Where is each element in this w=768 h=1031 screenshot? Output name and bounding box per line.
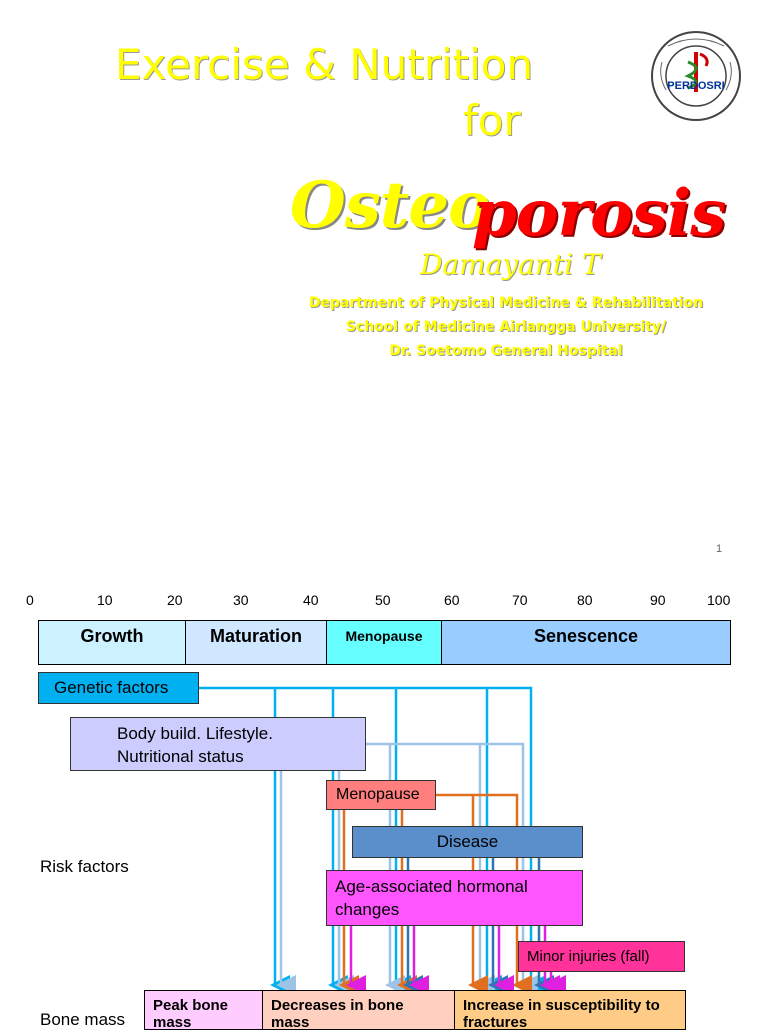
risk-factors-label: Risk factors [40,857,129,876]
age-hormonal-line-2: changes [335,900,400,919]
title-slide: Exercise & Nutrition for Osteo porosis D… [115,22,744,555]
age-tick-70: 70 [512,592,528,608]
minor-injuries-box: Minor injuries (fall) [518,941,685,972]
decrease-bone-mass-box: Decreases in bone mass [262,990,455,1031]
lifestyle-line-2: Nutritional status [117,747,244,766]
menopause-factor-box: Menopause [326,780,436,810]
bone-mass-label: Bone mass [40,1010,126,1029]
perdosri-logo: PERDOSRI [648,22,744,130]
age-tick-20: 20 [167,592,183,608]
stage-maturation: Maturation [185,620,327,665]
age-hormonal-line-1: Age-associated hormonal [335,877,528,896]
age-tick-10: 10 [97,592,113,608]
lifestyle-line-1: Body build. Lifestyle. [117,724,273,743]
lifestyle-box: Body build. Lifestyle. Nutritional statu… [70,717,366,771]
fracture-susceptibility-box: Increase in susceptibility to fractures [454,990,686,1031]
stage-growth: Growth [38,620,186,665]
stage-menopause: Menopause [326,620,442,665]
dept-line-3: Dr. Soetomo General Hospital [389,343,623,359]
title-osteo: Osteo [290,168,491,243]
age-tick-0: 0 [26,592,34,608]
age-tick-100: 100 [707,592,731,608]
age-tick-60: 60 [444,592,460,608]
stage-senescence: Senescence [441,620,731,665]
dept-line-2: School of Medicine Airlangga University/ [345,319,667,335]
age-tick-30: 30 [233,592,249,608]
title-porosis: porosis [472,176,726,251]
slide-title-line2: for [463,96,521,145]
age-tick-50: 50 [375,592,391,608]
genetic-factors-box: Genetic factors [38,672,199,704]
age-tick-90: 90 [650,592,666,608]
age-hormonal-box: Age-associated hormonal changes [326,870,583,926]
logo-text: PERDOSRI [667,80,725,92]
slide-title-line1: Exercise & Nutrition [115,40,534,89]
age-tick-80: 80 [577,592,593,608]
age-tick-40: 40 [303,592,319,608]
author-name: Damayanti T [420,248,601,281]
peak-bone-mass-box: Peak bone mass [144,990,263,1031]
page-number: 1 [716,543,723,555]
disease-box: Disease [352,826,583,858]
dept-line-1: Department of Physical Medicine & Rehabi… [308,295,704,311]
perdosri-seal-icon [651,31,741,121]
